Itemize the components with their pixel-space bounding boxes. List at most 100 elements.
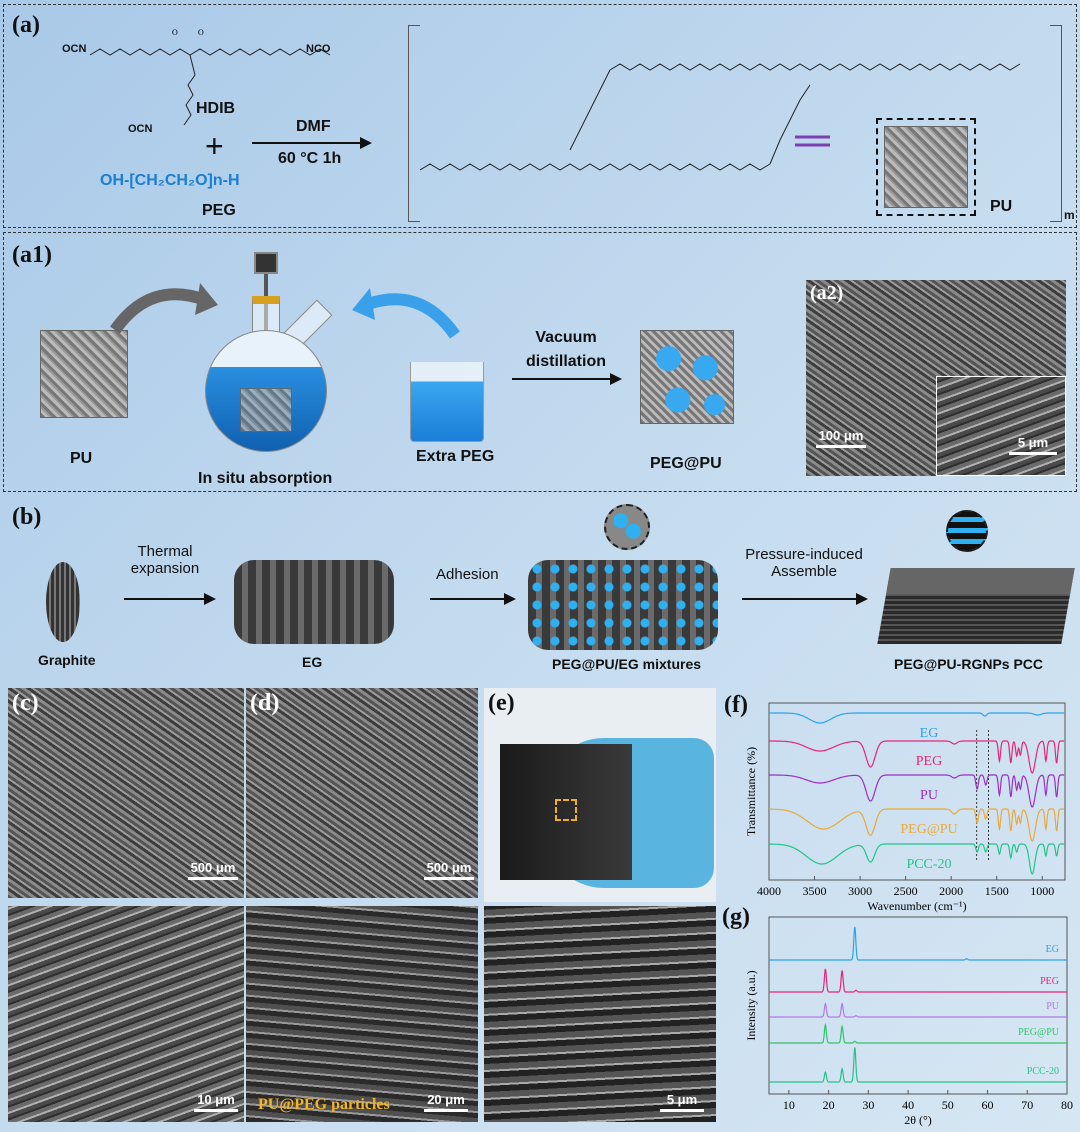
magnified-particle <box>604 504 650 550</box>
adhesion-label: Adhesion <box>436 566 499 583</box>
panel-a1-label: (a1) <box>12 242 52 268</box>
ftir-series-line <box>769 843 1065 875</box>
sem-image-e-bottom: 5 μm <box>484 906 716 1122</box>
nco-label: NCO <box>306 43 331 55</box>
scale-label: 10 μm <box>197 1092 235 1107</box>
pu-label: PU <box>70 450 93 467</box>
panel-b-label: (b) <box>12 504 42 530</box>
sem-image-a2: (a2) 100 μm 5 μm <box>806 280 1066 476</box>
scale-label: 5 μm <box>1017 435 1049 450</box>
panel-a1-frame <box>3 232 1077 492</box>
x-tick-label: 50 <box>942 1098 954 1112</box>
beaker <box>410 362 484 442</box>
pu-structure <box>420 63 1021 171</box>
adhesion-arrow <box>430 593 516 605</box>
bracket-left <box>408 25 420 222</box>
x-tick-label: 20 <box>823 1098 835 1112</box>
peg-formula: OH-[CH₂CH₂O]n-H <box>100 172 240 189</box>
pcc-block <box>877 568 1075 644</box>
scale-bar-5um: 5 μm <box>1009 435 1057 455</box>
solvent-label: DMF <box>296 118 331 135</box>
repeat-m-label: m <box>1064 208 1075 222</box>
svg-text:O: O <box>172 28 178 37</box>
plot-frame <box>768 916 1068 1095</box>
pcc-label: PEG@PU-RGNPs PCC <box>894 656 1044 672</box>
y-axis-label: Intensity (a.u.) <box>744 970 758 1040</box>
series-label: PEG <box>916 754 942 769</box>
xrd-series-line <box>769 968 1067 993</box>
series-label: PCC-20 <box>1027 1066 1059 1077</box>
ftir-series-line <box>769 774 1065 808</box>
scale-bar-5um-e: 5 μm <box>660 1092 704 1112</box>
bracket-right <box>1050 25 1062 222</box>
x-tick-label: 2000 <box>939 884 963 898</box>
x-axis-label: Wavenumber (cm⁻¹) <box>867 899 966 913</box>
scale-bar-500um-c: 500 μm <box>188 860 238 880</box>
svg-text:O: O <box>198 28 204 37</box>
pu-product-label: PU <box>990 198 1013 215</box>
pu-cube <box>40 330 128 418</box>
ftir-series-line <box>769 740 1065 774</box>
flask-neck <box>252 296 280 336</box>
series-label: PU <box>1046 1001 1060 1012</box>
series-label: PEG@PU <box>1018 1027 1060 1038</box>
x-tick-label: 60 <box>982 1098 994 1112</box>
xrd-series-line <box>769 1002 1067 1018</box>
sem-image-d-top: (d) 500 μm <box>246 688 478 898</box>
pegpu-cube <box>640 330 734 424</box>
flask-pu-cube <box>240 388 292 432</box>
pu-network-cube <box>884 126 968 208</box>
sem-image-d-bottom: PU@PEG particles 20 μm <box>246 906 478 1122</box>
curved-arrow-gray <box>110 283 218 334</box>
pressure-label: Pressure-induced Assemble <box>745 546 863 580</box>
mixture-label: PEG@PU/EG mixtures <box>552 656 702 672</box>
sem-inset-a2: 5 μm <box>936 376 1066 476</box>
scale-label: 20 μm <box>427 1092 465 1107</box>
series-label: PU <box>920 788 938 803</box>
plus-sign: + <box>205 128 224 164</box>
ftir-series-line <box>769 712 1065 724</box>
x-tick-label: 40 <box>902 1098 914 1112</box>
x-tick-label: 3500 <box>803 884 827 898</box>
eg-worm <box>234 560 394 644</box>
peg-label: PEG <box>202 202 236 219</box>
panel-g-label: (g) <box>722 904 750 930</box>
sem-image-c-top: (c) 500 μm <box>8 688 244 898</box>
pcc-sample-block <box>500 744 632 880</box>
pu-network-dashed-box <box>876 118 976 216</box>
graphite-label: Graphite <box>38 652 96 668</box>
thermal-arrow <box>124 593 216 605</box>
ocn-label-2: OCN <box>128 123 153 135</box>
x-tick-label: 1500 <box>985 884 1009 898</box>
hdib-label: HDIB <box>196 100 236 117</box>
extra-peg-label: Extra PEG <box>416 448 495 465</box>
series-label: PEG@PU <box>900 822 957 837</box>
scale-label: 100 μm <box>818 428 864 443</box>
x-tick-label: 4000 <box>757 884 781 898</box>
pcc-magnified-layers <box>946 510 988 552</box>
y-axis-label: Transmittance (%) <box>744 747 758 836</box>
conditions-label: 60 °C 1h <box>278 150 342 167</box>
xrd-series-line <box>769 1022 1067 1044</box>
panel-d-label: (d) <box>250 690 280 716</box>
flask-stirrer <box>254 252 278 274</box>
scale-bar-500um-d: 500 μm <box>424 860 474 880</box>
x-tick-label: 1000 <box>1030 884 1054 898</box>
selection-square <box>555 799 577 821</box>
reaction-arrow <box>252 137 372 149</box>
pegpu-label: PEG@PU <box>650 455 722 472</box>
xrd-series-line <box>769 1047 1067 1083</box>
absorption-label: In situ absorption <box>198 470 333 487</box>
vacuum-label: Vacuum distillation <box>526 329 606 370</box>
panel-f-label: (f) <box>724 692 748 718</box>
scale-bar-20um: 20 μm <box>424 1092 468 1112</box>
plot-frame <box>768 702 1066 881</box>
x-tick-label: 30 <box>862 1098 874 1112</box>
x-tick-label: 70 <box>1021 1098 1033 1112</box>
panel-e-label: (e) <box>488 690 515 716</box>
photo-e-gloved-hand: (e) <box>484 688 716 902</box>
x-tick-label: 2500 <box>894 884 918 898</box>
panel-a2-label: (a2) <box>810 282 844 304</box>
